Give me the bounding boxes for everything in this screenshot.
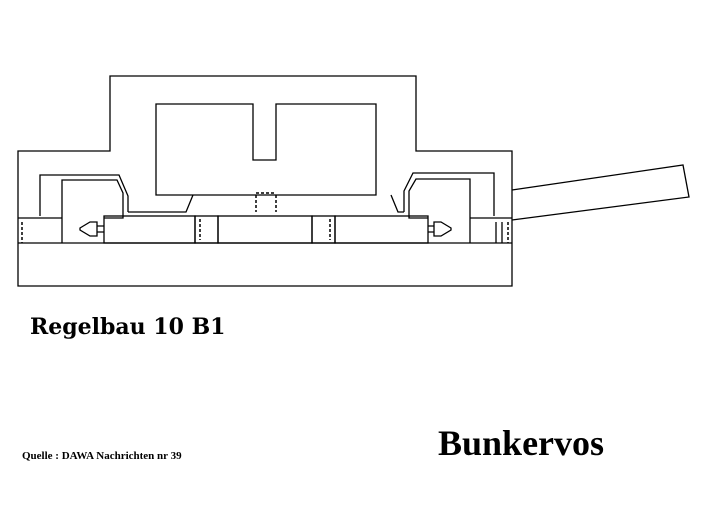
source-caption: Quelle : DAWA Nachrichten nr 39 — [22, 450, 182, 462]
central-room — [155, 103, 377, 196]
embrasure-right — [428, 221, 452, 237]
central-passage — [128, 194, 404, 213]
right-inner-contour — [403, 172, 495, 216]
connector — [194, 215, 219, 244]
chamber-right — [334, 215, 429, 244]
left-inner-contour — [39, 174, 129, 216]
chamber-left — [103, 215, 196, 244]
outer-wall — [17, 75, 513, 287]
brand-name: Bunkervos — [438, 423, 605, 463]
chamber-center — [217, 215, 313, 244]
plan-title: Regelbau 10 B1 — [30, 314, 226, 340]
embrasure-left — [79, 221, 104, 237]
left-bay — [61, 179, 124, 243]
connector — [311, 215, 336, 244]
right-bay — [408, 178, 471, 243]
external-passage — [511, 164, 690, 221]
